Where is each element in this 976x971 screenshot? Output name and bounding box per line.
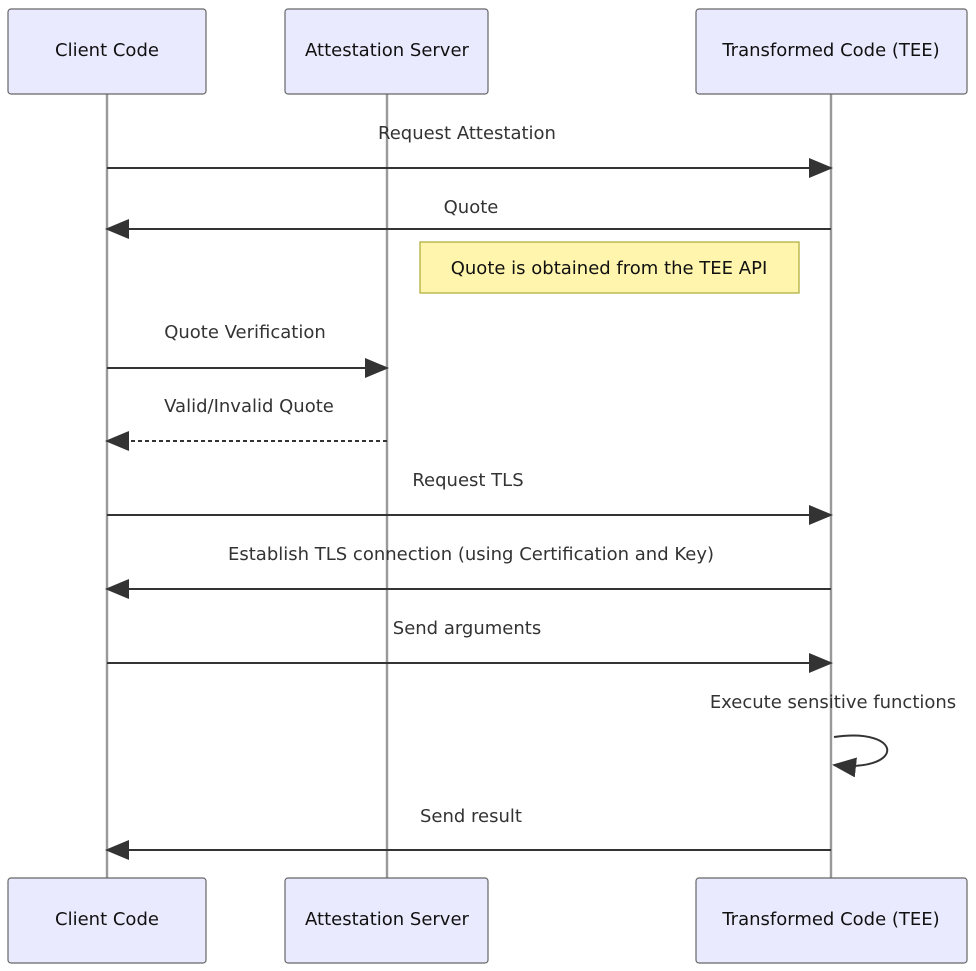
message-label: Execute sensitive functions [710, 692, 956, 713]
message-label: Quote Verification [164, 322, 326, 343]
actor-label: Client Code [55, 40, 159, 61]
actor-label: Client Code [55, 909, 159, 930]
message-label: Quote [444, 197, 499, 218]
actor-label: Transformed Code (TEE) [721, 909, 939, 930]
actor-attestation-server-top: Attestation Server [284, 8, 489, 95]
message-label: Valid/Invalid Quote [164, 396, 334, 417]
actor-tee-bottom: Transformed Code (TEE) [695, 877, 968, 964]
message-label: Establish TLS connection (using Certific… [228, 544, 714, 565]
actor-label: Transformed Code (TEE) [721, 40, 939, 61]
actor-client-bottom: Client Code [7, 877, 207, 964]
actor-tee-top: Transformed Code (TEE) [695, 8, 968, 95]
message-label: Send arguments [393, 618, 541, 639]
message-label: Request Attestation [378, 123, 556, 144]
self-message-arrow [832, 734, 889, 778]
note-text: Quote is obtained from the TEE API [451, 258, 768, 279]
message-label: Send result [420, 806, 522, 827]
actor-attestation-server-bottom: Attestation Server [284, 877, 489, 964]
message-label: Request TLS [412, 470, 523, 491]
actor-label: Attestation Server [305, 909, 469, 930]
actor-label: Attestation Server [305, 40, 469, 61]
actor-client-top: Client Code [7, 8, 207, 95]
note: Quote is obtained from the TEE API [419, 241, 800, 294]
